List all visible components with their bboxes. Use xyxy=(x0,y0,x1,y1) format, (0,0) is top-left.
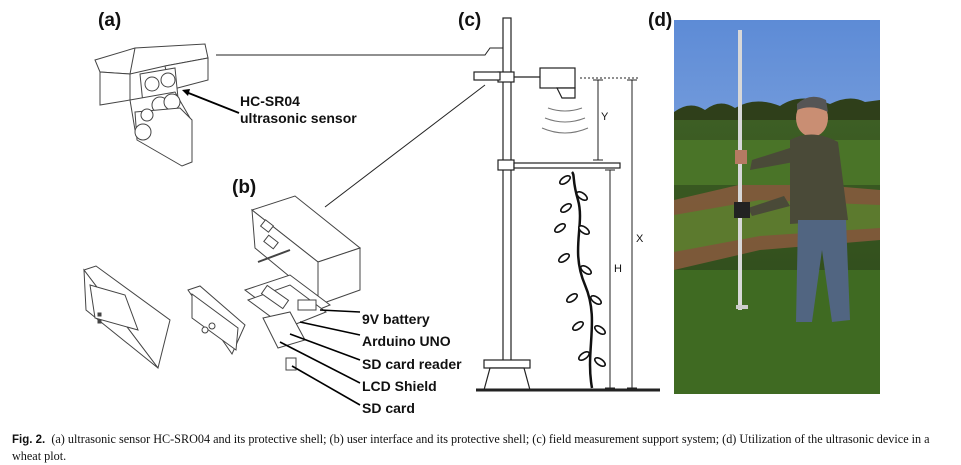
support-system-drawing xyxy=(473,17,660,392)
caption-text: (a) ultrasonic sensor HC-SRO04 and its p… xyxy=(12,432,930,463)
figure-caption: Fig. 2. (a) ultrasonic sensor HC-SRO04 a… xyxy=(12,431,952,464)
callout-lines xyxy=(279,309,361,406)
panel-label-b: (b) xyxy=(232,177,256,198)
interface-shell-drawing xyxy=(83,195,362,371)
dim-label-y: Y xyxy=(601,111,609,123)
sensor-arrow xyxy=(185,91,240,114)
field-photo xyxy=(674,20,880,394)
label-hc-sr04: HC-SR04 xyxy=(240,93,300,109)
caption-fig-number: Fig. 2. xyxy=(12,434,46,446)
label-arduino-uno: Arduino UNO xyxy=(362,333,451,349)
label-sd-card-reader: SD card reader xyxy=(362,356,462,372)
panel-label-a: (a) xyxy=(98,10,121,31)
panel-label-c: (c) xyxy=(458,10,481,31)
sound-waves xyxy=(541,107,589,134)
connector-a-to-c xyxy=(216,47,510,56)
label-lcd-shield: LCD Shield xyxy=(362,378,437,394)
sensor-shell-drawing xyxy=(94,43,209,167)
label-9v-battery: 9V battery xyxy=(362,311,430,327)
dim-label-h: H xyxy=(614,263,622,275)
connector-b-to-c xyxy=(324,84,486,208)
label-ultrasonic-sensor: ultrasonic sensor xyxy=(240,110,357,126)
panel-label-d: (d) xyxy=(648,10,672,31)
wheat-plant-drawing xyxy=(553,171,607,389)
label-sd-card: SD card xyxy=(362,400,415,416)
dimension-lines xyxy=(580,77,640,389)
dim-label-x: X xyxy=(636,233,644,245)
